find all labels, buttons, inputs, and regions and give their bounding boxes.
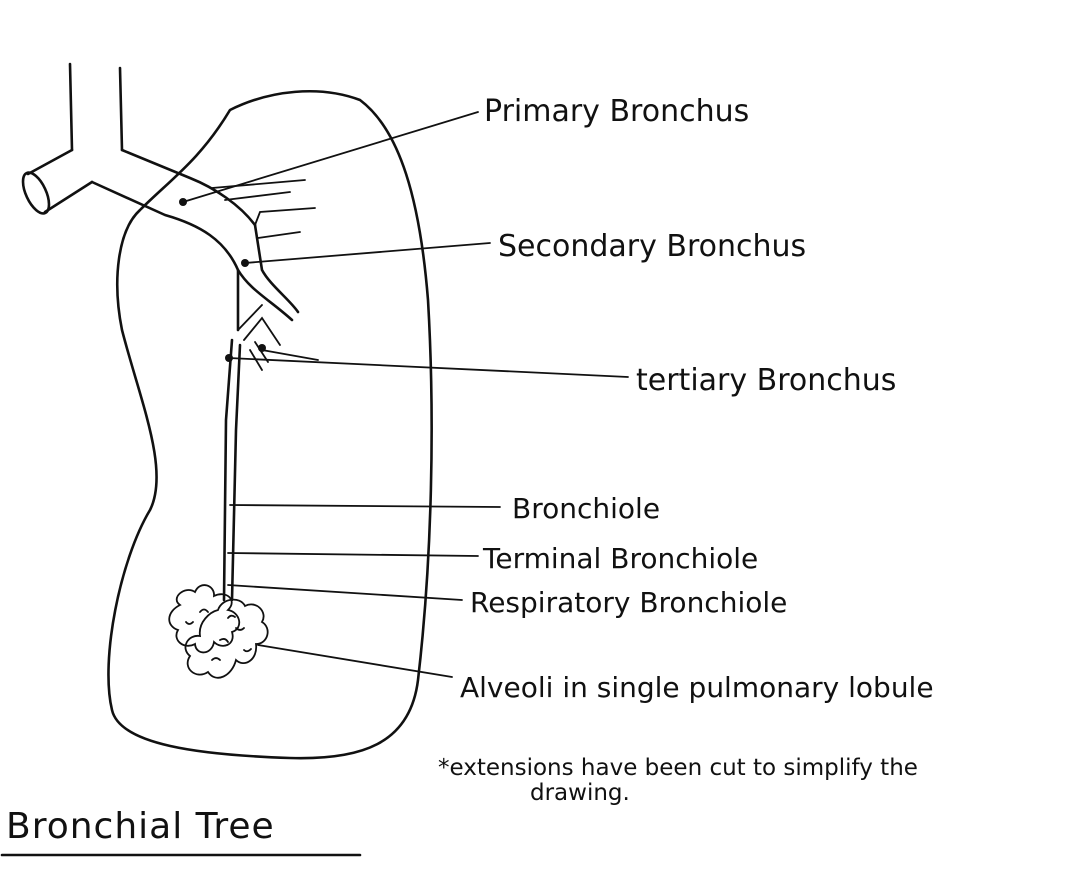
alveoli-detail <box>185 608 252 661</box>
left-bronchus-stub <box>26 148 94 214</box>
diagram-title: Bronchial Tree <box>6 806 275 847</box>
footnote-line-2: drawing. <box>530 780 630 806</box>
footnote-line-1: *extensions have been cut to simplify th… <box>438 755 918 781</box>
upper-branch-2 <box>254 207 316 239</box>
upper-branch-1 <box>211 179 306 201</box>
lung-outline <box>107 90 433 760</box>
label-terminal-bronchiole: Terminal Bronchiole <box>482 542 758 575</box>
leader-respiratory <box>227 584 463 601</box>
primary-bronchus <box>90 148 257 332</box>
leader-terminal <box>227 552 479 557</box>
dot-tertiary-right <box>258 344 266 352</box>
label-tertiary-bronchus: tertiary Bronchus <box>636 363 896 398</box>
label-secondary-bronchus: Secondary Bronchus <box>498 229 806 264</box>
leader-alveoli <box>257 644 453 678</box>
label-bronchiole: Bronchiole <box>512 492 660 525</box>
trachea <box>68 62 124 152</box>
label-primary-bronchus: Primary Bronchus <box>484 94 749 129</box>
alveoli-cluster <box>168 584 241 654</box>
descending-airway <box>222 338 242 602</box>
label-respiratory-bronchiole: Respiratory Bronchiole <box>470 586 787 619</box>
leader-tertiary <box>228 357 629 378</box>
leader-bronchiole <box>229 504 501 508</box>
leader-secondary <box>244 242 491 264</box>
left-bronchus-opening <box>21 171 51 215</box>
secondary-bronchus <box>236 223 300 322</box>
label-alveoli: Alveoli in single pulmonary lobule <box>460 671 934 704</box>
leader-primary <box>182 111 479 203</box>
alveoli-cluster-2 <box>184 598 269 679</box>
